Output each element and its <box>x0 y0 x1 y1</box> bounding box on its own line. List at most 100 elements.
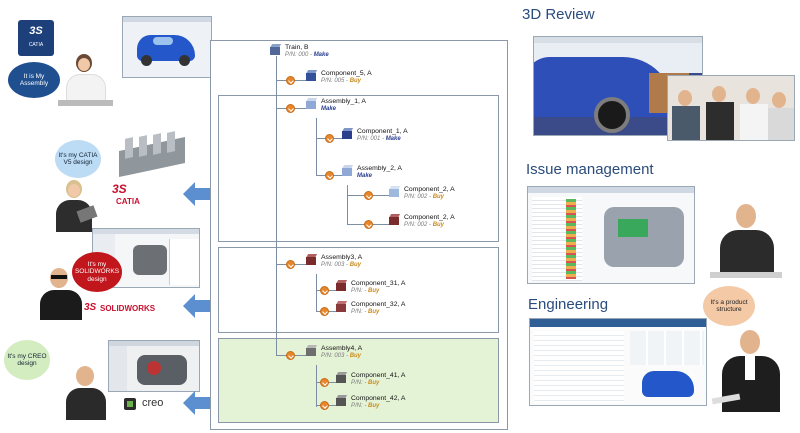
node-name: Assembly_2, A <box>357 165 402 172</box>
node-pn: P/N: 003 - <box>321 262 350 269</box>
node-pn: P/N: 002 - <box>404 194 433 201</box>
person-woman-headset <box>58 50 113 108</box>
tree-node-component5[interactable]: Component_5, A P/N: 005 - Buy <box>305 70 372 85</box>
node-status: Make <box>313 52 329 59</box>
assembly-cube-icon <box>305 345 318 356</box>
node-name: Train, B <box>285 44 309 51</box>
tree-node-assembly3[interactable]: Assembly3, A P/N: 003 - Buy <box>305 254 363 269</box>
tree-node-assembly1[interactable]: Assembly_1, A Make <box>305 98 366 113</box>
tree-node-component31[interactable]: Component_31, A P/N: - Buy <box>335 280 406 295</box>
node-name: Component_2, A <box>404 214 455 221</box>
tree-node-assembly2[interactable]: Assembly_2, A Make <box>341 165 402 180</box>
node-pn: P/N: 002 - <box>404 222 433 229</box>
node-status: Buy <box>368 309 380 316</box>
node-pn: P/N: 005 - <box>321 78 350 85</box>
part-cube-icon <box>335 280 348 291</box>
node-status: Buy <box>432 194 445 201</box>
tree-node-component1[interactable]: Component_1, A P/N: 001 - Make <box>341 128 408 143</box>
node-pn: P/N: 003 - <box>321 353 350 360</box>
creo-logo: creo <box>124 397 184 413</box>
speech-bubble-catia-assembly: It is My Assembly <box>8 62 60 98</box>
node-name: Assembly_1, A <box>321 98 366 105</box>
part-cube-icon <box>388 214 401 225</box>
assembly-cube-icon <box>269 44 282 55</box>
catia-app-icon: 3S CATIA <box>18 20 54 56</box>
assembly-cube-icon <box>341 165 354 176</box>
catia-logo-text: CATIA <box>116 197 140 206</box>
tree-node-component2b[interactable]: Component_2, A P/N: 002 - Buy <box>388 214 455 229</box>
part-cube-icon <box>305 70 318 81</box>
creo-screenshot <box>108 340 200 392</box>
bubble-text: It's my CATIA V5 design <box>58 151 98 166</box>
node-name: Component_32, A <box>351 301 406 308</box>
tree-node-component32[interactable]: Component_32, A P/N: - Buy <box>335 301 406 316</box>
bubble-text: It's my SOLIDWORKS design <box>74 260 120 283</box>
section-title-review: 3D Review <box>522 6 595 23</box>
catia-assembly-panel <box>218 95 499 242</box>
bubble-text: It's a product structure <box>710 298 748 313</box>
relation-icon <box>320 378 329 387</box>
relation-icon <box>364 220 373 229</box>
person-man-suit <box>711 328 788 412</box>
catia-app-label: CATIA <box>28 42 44 48</box>
assembly-cube-icon <box>305 254 318 265</box>
node-pn: P/N: 000 - <box>285 52 314 59</box>
node-status: Buy <box>349 78 362 85</box>
relation-icon <box>325 171 334 180</box>
creo-assembly-panel[interactable] <box>218 338 499 423</box>
catia-car-screenshot <box>122 16 212 78</box>
person-woman-tablet <box>48 178 103 233</box>
tree-node-assembly4[interactable]: Assembly4, A P/N: 003 - Buy <box>305 345 363 360</box>
part-cube-icon <box>335 301 348 312</box>
node-name: Component_5, A <box>321 70 372 77</box>
tree-node-component42[interactable]: Component_42, A P/N: - Buy <box>335 395 406 410</box>
solidworks-logo-text: SOLIDWORKS <box>100 304 156 313</box>
tree-trunk-line <box>276 56 277 356</box>
solidworks-screenshot <box>92 228 200 288</box>
node-status: Buy <box>368 288 380 295</box>
solidworks-assembly-panel <box>218 247 499 333</box>
node-name: Assembly4, A <box>321 345 363 352</box>
tree-node-component41[interactable]: Component_41, A P/N: - Buy <box>335 372 405 387</box>
node-status: Make <box>385 136 401 143</box>
node-name: Component_31, A <box>351 280 406 287</box>
creo-logo-text: creo <box>142 397 164 409</box>
relation-icon <box>286 76 295 85</box>
section-title-engineering: Engineering <box>528 296 609 313</box>
speech-bubble-solidworks: It's my SOLIDWORKS design <box>72 252 122 292</box>
creo-cube-icon <box>124 398 136 410</box>
engineering-screenshot <box>529 318 707 406</box>
person-man-sunglasses <box>36 264 88 320</box>
relation-icon <box>320 307 329 316</box>
speech-bubble-catia-v5: It's my CATIA V5 design <box>55 140 101 178</box>
bubble-text: It's my CREO design <box>7 352 47 367</box>
node-pn: P/N: - <box>351 309 369 316</box>
section-title-issue: Issue management <box>526 161 654 178</box>
person-man-bald <box>710 200 782 282</box>
node-status: Make <box>321 106 337 113</box>
node-name: Assembly3, A <box>321 254 363 261</box>
solidworks-logo: 3S SOLIDWORKS <box>84 302 156 313</box>
tree-node-component2a[interactable]: Component_2, A P/N: 002 - Buy <box>388 186 455 201</box>
relation-icon <box>286 351 295 360</box>
tree-node-root[interactable]: Train, B P/N: 000 - Make <box>269 44 329 59</box>
relation-icon <box>325 134 334 143</box>
speech-bubble-creo: It's my CREO design <box>4 340 50 380</box>
relation-icon <box>286 260 295 269</box>
person-man-thinking <box>62 364 110 420</box>
review-team-photo <box>667 75 795 141</box>
node-pn: P/N: - <box>351 288 369 295</box>
node-status: Buy <box>432 222 445 229</box>
part-cube-icon <box>341 128 354 139</box>
node-name: Component_1, A <box>357 128 408 135</box>
review-car-screenshot <box>533 36 703 136</box>
node-status: Buy <box>349 262 362 269</box>
assembly-cube-icon <box>305 98 318 109</box>
node-name: Component_2, A <box>404 186 455 193</box>
relation-icon <box>320 286 329 295</box>
part-cube-icon <box>335 395 348 406</box>
relation-icon <box>320 401 329 410</box>
node-status: Buy <box>368 380 380 387</box>
node-name: Component_42, A <box>351 395 406 402</box>
issue-management-screenshot <box>527 186 695 284</box>
